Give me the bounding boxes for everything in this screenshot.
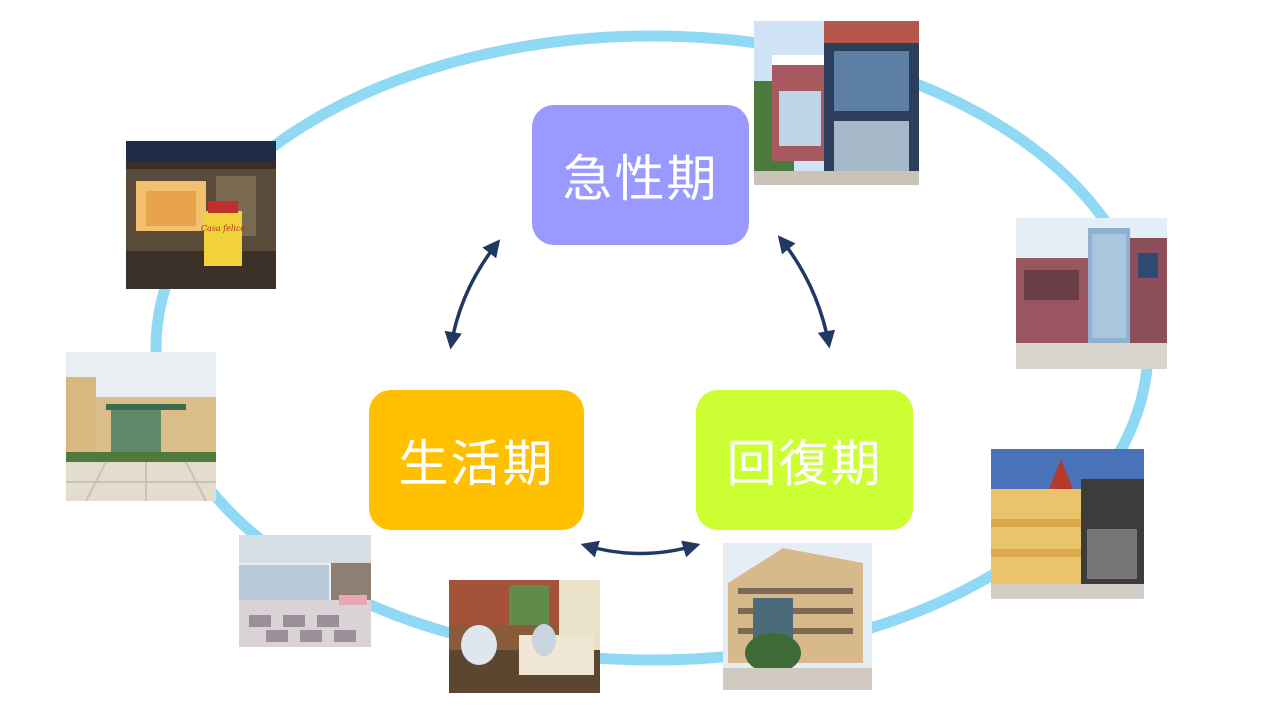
phase-recovery-box: 回復期 bbox=[696, 390, 913, 530]
phase-life-box: 生活期 bbox=[369, 390, 584, 530]
care-facility-photo bbox=[991, 449, 1144, 599]
patient-room-photo bbox=[449, 580, 600, 693]
rehab-hospital-photo bbox=[723, 543, 872, 690]
rehab-gym-photo bbox=[239, 535, 371, 647]
care-home-sign-text: Casa felice bbox=[201, 224, 246, 233]
hospital-wing-photo bbox=[1016, 218, 1167, 369]
phase-life-label: 生活期 bbox=[398, 435, 555, 493]
arrow-acute-recovery bbox=[777, 235, 836, 349]
care-home-sign bbox=[204, 211, 242, 266]
arrow-acute-life bbox=[444, 239, 501, 350]
phase-acute-label: 急性期 bbox=[562, 150, 719, 208]
acute-hospital-photo bbox=[754, 21, 919, 185]
night-care-home-photo: Casa felice bbox=[126, 141, 276, 289]
single-storey-facility-photo bbox=[66, 352, 216, 501]
phase-recovery-label: 回復期 bbox=[726, 435, 883, 493]
arrow-life-recovery bbox=[580, 540, 701, 558]
phase-acute-box: 急性期 bbox=[532, 105, 749, 245]
